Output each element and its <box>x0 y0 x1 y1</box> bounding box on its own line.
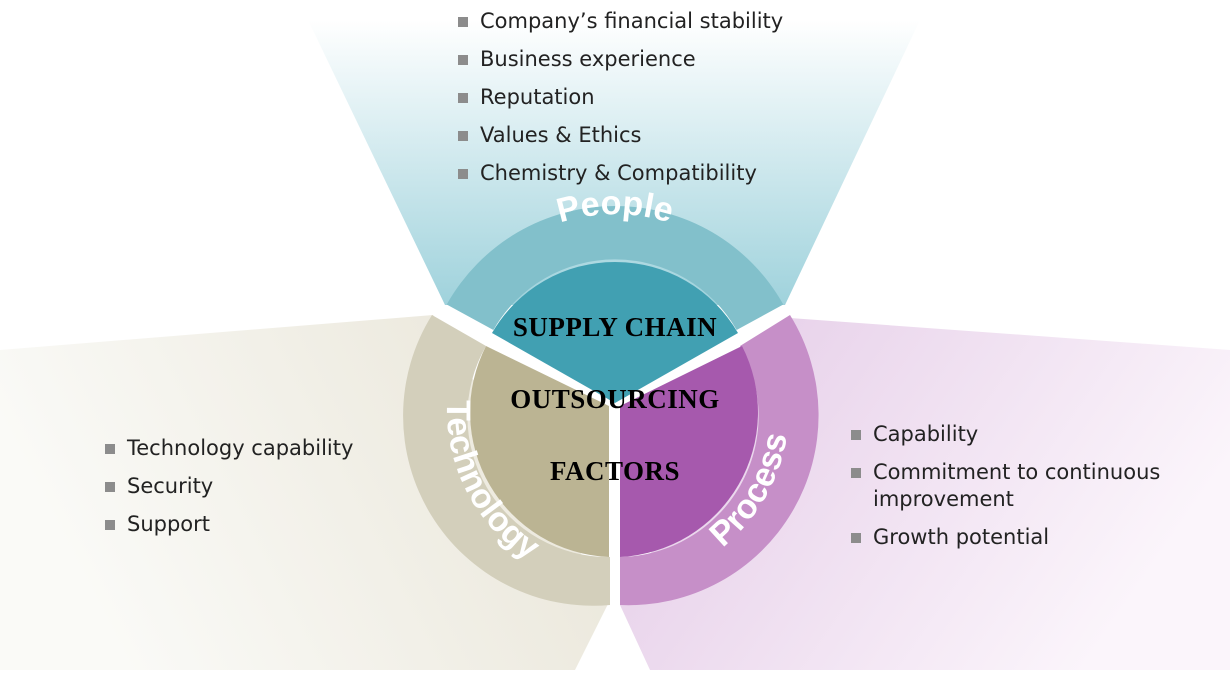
people-sector <box>492 261 738 403</box>
square-bullet-icon <box>105 520 115 530</box>
list-item: Chemistry & Compatibility <box>458 160 783 187</box>
technology-sector <box>470 346 609 557</box>
process-factor-list: Capability Commitment to continuous impr… <box>851 421 1181 562</box>
list-item: Values & Ethics <box>458 122 783 149</box>
square-bullet-icon <box>105 482 115 492</box>
center-title-line3: FACTORS <box>549 456 681 486</box>
square-bullet-icon <box>458 93 468 103</box>
list-item: Commitment to continuous improvement <box>851 459 1181 513</box>
list-item-text: Support <box>127 512 211 536</box>
list-item-text: Business experience <box>480 47 696 71</box>
square-bullet-icon <box>851 533 861 543</box>
list-item: Capability <box>851 421 1181 448</box>
square-bullet-icon <box>105 444 115 454</box>
list-item: Security <box>105 473 353 500</box>
square-bullet-icon <box>458 55 468 65</box>
list-item-text: Commitment to continuous improvement <box>873 460 1161 511</box>
square-bullet-icon <box>851 468 861 478</box>
people-factor-list: Company’s financial stability Business e… <box>458 8 783 198</box>
list-item: Support <box>105 511 353 538</box>
list-item: Reputation <box>458 84 783 111</box>
square-bullet-icon <box>458 131 468 141</box>
technology-factor-list: Technology capability Security Support <box>105 435 353 549</box>
center-title-line1: SUPPLY CHAIN <box>512 312 718 342</box>
square-bullet-icon <box>851 430 861 440</box>
people-fan <box>308 20 920 305</box>
list-item-text: Growth potential <box>873 525 1050 549</box>
list-item-text: Capability <box>873 422 979 446</box>
technology-ring <box>403 315 610 606</box>
center-title-line2: OUTSOURCING <box>510 384 720 414</box>
list-item: Business experience <box>458 46 783 73</box>
list-item-text: Values & Ethics <box>480 123 642 147</box>
list-item-text: Reputation <box>480 85 595 109</box>
process-ring <box>620 315 819 606</box>
list-item-text: Security <box>127 474 214 498</box>
list-item-text: Technology capability <box>127 436 354 460</box>
list-item: Growth potential <box>851 524 1181 551</box>
list-item: Company’s financial stability <box>458 8 783 35</box>
list-item-text: Company’s financial stability <box>480 9 784 33</box>
list-item: Technology capability <box>105 435 353 462</box>
people-ring <box>446 205 784 330</box>
list-item-text: Chemistry & Compatibility <box>480 161 757 185</box>
process-sector <box>620 346 758 557</box>
square-bullet-icon <box>458 169 468 179</box>
square-bullet-icon <box>458 17 468 27</box>
